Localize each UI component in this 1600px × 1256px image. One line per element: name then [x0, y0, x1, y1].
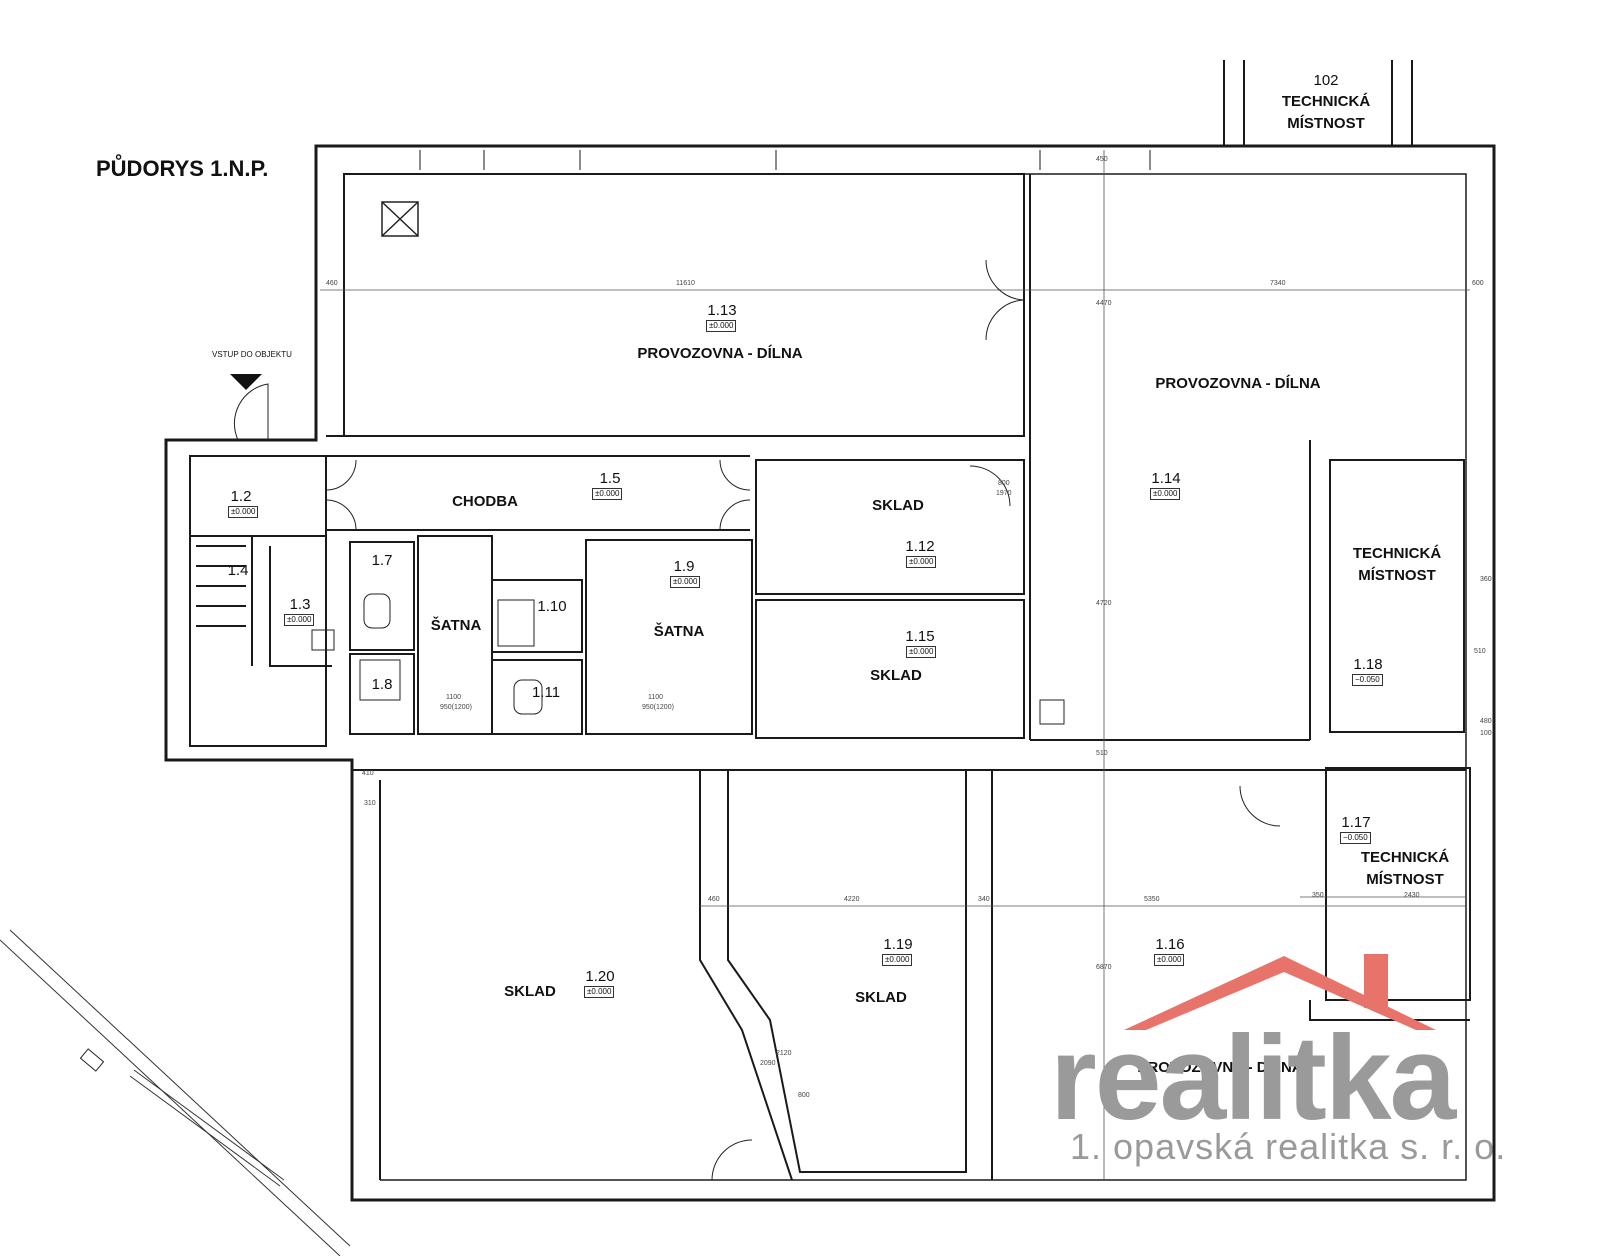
- room-111-number: 1.11: [531, 684, 561, 701]
- dim-label: 460: [326, 280, 338, 287]
- room-117-name-line2: MÍSTNOST: [1366, 871, 1444, 888]
- room-15-level: ±0.000: [592, 488, 623, 500]
- dim-label: 510: [1096, 750, 1108, 757]
- dim-label: 1100: [648, 694, 664, 701]
- room-113-number: 1.13: [707, 302, 737, 319]
- room-12-number: 1.2: [230, 488, 252, 505]
- room-116-name: PROVOZOVNA - DÍLNA: [1137, 1059, 1303, 1076]
- room-102-name-line2: MÍSTNOST: [1287, 115, 1365, 132]
- entry-label: VSTUP DO OBJEKTU: [212, 350, 292, 359]
- dim-label: 600: [1472, 280, 1484, 287]
- room-115-number: 1.15: [905, 628, 935, 645]
- dim-label: 360: [1480, 576, 1492, 583]
- dim-label: 4220: [844, 896, 860, 903]
- room-118-number: 1.18: [1353, 656, 1383, 673]
- watermark-company: 1. opavská realitka s. r. o.: [1070, 1126, 1507, 1167]
- room-19-level: ±0.000: [670, 576, 701, 588]
- dim-label: 950(1200): [642, 704, 674, 711]
- room-115-name: SKLAD: [870, 667, 922, 684]
- room-119-name: SKLAD: [855, 989, 907, 1006]
- dim-label: 7340: [1270, 280, 1286, 287]
- watermark-brand: realitka: [1050, 1011, 1456, 1145]
- dim-label: 6870: [1096, 964, 1112, 971]
- room-19-name: ŠATNA: [653, 623, 705, 640]
- room-116-number: 1.16: [1155, 936, 1185, 953]
- dim-label: 2430: [1404, 892, 1420, 899]
- dim-label: 100: [1480, 730, 1492, 737]
- room-117-level: −0.050: [1340, 832, 1371, 844]
- room-115-level: ±0.000: [906, 646, 937, 658]
- room-118-name-line1: TECHNICKÁ: [1352, 545, 1442, 562]
- room-114-number: 1.14: [1151, 470, 1181, 487]
- dim-label: 310: [364, 800, 376, 807]
- dim-label: 950(1200): [440, 704, 472, 711]
- room-15-name: CHODBA: [452, 493, 518, 510]
- dim-label: 1100: [446, 694, 462, 701]
- room-15-number: 1.5: [599, 470, 621, 487]
- room-13-level: ±0.000: [284, 614, 315, 626]
- room-satna-left-name: ŠATNA: [430, 617, 482, 634]
- dim-label: 800: [798, 1092, 810, 1099]
- room-113-level: ±0.000: [706, 320, 737, 332]
- room-119-level: ±0.000: [882, 954, 913, 966]
- dim-label: 450: [1096, 156, 1108, 163]
- room-120-name: SKLAD: [504, 983, 556, 1000]
- room-14-number: 1.4: [227, 562, 249, 579]
- room-12-level: ±0.000: [228, 506, 259, 518]
- room-102-name-line1: TECHNICKÁ: [1281, 93, 1371, 110]
- dim-label: 350: [1312, 892, 1324, 899]
- room-17-number: 1.7: [371, 552, 393, 569]
- room-118-name-line2: MÍSTNOST: [1358, 567, 1436, 584]
- room-117-number: 1.17: [1341, 814, 1371, 831]
- room-117-name-line1: TECHNICKÁ: [1360, 849, 1450, 866]
- room-18-number: 1.8: [371, 676, 393, 693]
- dim-label: 5350: [1144, 896, 1160, 903]
- dim-label: 4720: [1096, 600, 1112, 607]
- dim-label: 800: [998, 480, 1010, 487]
- room-113-name: PROVOZOVNA - DÍLNA: [637, 345, 803, 362]
- dim-label: 11610: [676, 280, 695, 287]
- room-112-number: 1.12: [905, 538, 935, 555]
- dim-label: 2120: [776, 1050, 792, 1057]
- room-119-number: 1.19: [883, 936, 913, 953]
- room-118-level: −0.050: [1352, 674, 1383, 686]
- room-110-number: 1.10: [537, 598, 567, 615]
- watermark-roof-icon: [1124, 956, 1436, 1030]
- room-112-name: SKLAD: [872, 497, 924, 514]
- room-114-level: ±0.000: [1150, 488, 1181, 500]
- plan-title: PŮDORYS 1.N.P.: [96, 156, 269, 181]
- room-102-number: 102: [1313, 72, 1339, 89]
- dim-label: 510: [1474, 648, 1486, 655]
- room-19-number: 1.9: [673, 558, 695, 575]
- dim-label: 410: [362, 770, 374, 777]
- dim-label: 1970: [996, 490, 1012, 497]
- dim-label: 460: [708, 896, 720, 903]
- room-116-level: ±0.000: [1154, 954, 1185, 966]
- dim-label: 480: [1480, 718, 1492, 725]
- dim-label: 4470: [1096, 300, 1112, 307]
- room-114-name: PROVOZOVNA - DÍLNA: [1155, 375, 1321, 392]
- room-120-number: 1.20: [585, 968, 615, 985]
- dim-label: 340: [978, 896, 990, 903]
- room-112-level: ±0.000: [906, 556, 937, 568]
- room-13-number: 1.3: [289, 596, 311, 613]
- room-120-level: ±0.000: [584, 986, 615, 998]
- dim-label: 2090: [760, 1060, 776, 1067]
